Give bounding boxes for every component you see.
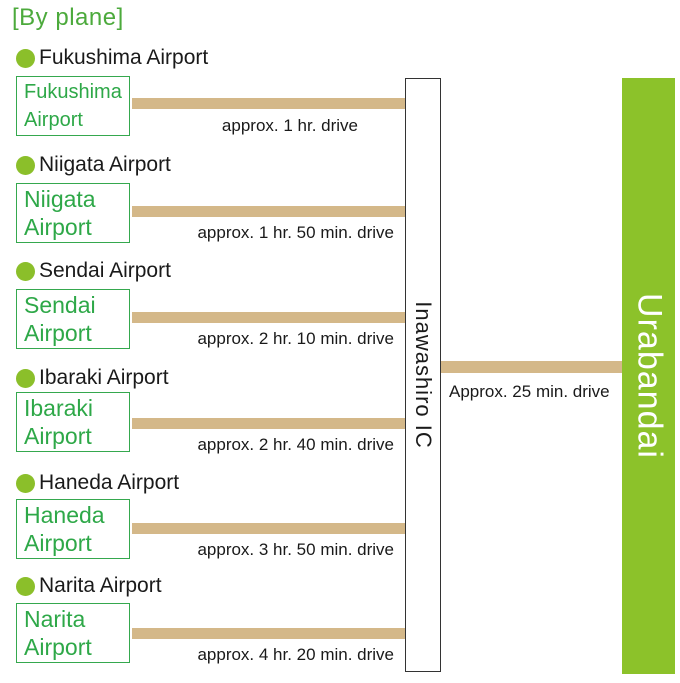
- airport-box-line2: Airport: [24, 423, 92, 449]
- interchange-box: Inawashiro IC: [405, 78, 441, 672]
- drive-label-fukushima: approx. 1 hr. drive: [221, 116, 358, 135]
- airport-box-line2: Airport: [24, 214, 92, 240]
- airport-box-line2: Airport: [24, 634, 92, 660]
- airport-heading-label: Niigata Airport: [39, 153, 171, 176]
- airport-box-line1: Ibaraki: [24, 395, 94, 421]
- bullet-dot-icon: [16, 473, 35, 493]
- drive-label-ibaraki: approx. 2 hr. 40 min. drive: [197, 435, 394, 454]
- airport-heading-sendai: Sendai Airport: [16, 259, 171, 283]
- bullet-dot-icon: [16, 368, 35, 388]
- connector-drive-label: Approx. 25 min. drive: [449, 382, 610, 401]
- road-narita: [132, 628, 406, 639]
- road-connector: [441, 361, 623, 373]
- destination-bar: Urabandai: [622, 78, 675, 674]
- airport-heading-niigata: Niigata Airport: [16, 153, 171, 177]
- airport-box-line2: Airport: [24, 530, 92, 556]
- interchange-label: Inawashiro IC: [411, 301, 436, 449]
- drive-label-sendai: approx. 2 hr. 10 min. drive: [197, 329, 394, 348]
- bullet-dot-icon: [16, 261, 35, 281]
- drive-label-niigata: approx. 1 hr. 50 min. drive: [197, 223, 394, 242]
- airport-box-narita: Narita Airport: [16, 603, 130, 663]
- airport-heading-fukushima: Fukushima Airport: [16, 46, 208, 70]
- airport-box-line1: Sendai: [24, 292, 96, 318]
- airport-box-sendai: Sendai Airport: [16, 289, 130, 349]
- airport-heading-label: Sendai Airport: [39, 259, 171, 282]
- road-sendai: [132, 312, 406, 323]
- destination-label: Urabandai: [630, 293, 668, 459]
- airport-heading-label: Fukushima Airport: [39, 46, 209, 69]
- airport-box-line2: Airport: [24, 320, 92, 346]
- drive-label-haneda: approx. 3 hr. 50 min. drive: [197, 540, 394, 559]
- airport-box-line1: Haneda: [24, 502, 105, 528]
- airport-box-ibaraki: Ibaraki Airport: [16, 392, 130, 452]
- airport-heading-label: Narita Airport: [39, 574, 162, 597]
- airport-box-fukushima: Fukushima Airport: [16, 76, 130, 136]
- airport-box-niigata: Niigata Airport: [16, 183, 130, 243]
- airport-heading-label: Ibaraki Airport: [39, 366, 169, 389]
- drive-label-narita: approx. 4 hr. 20 min. drive: [197, 645, 394, 664]
- airport-box-haneda: Haneda Airport: [16, 499, 130, 559]
- road-fukushima: [132, 98, 406, 109]
- road-niigata: [132, 206, 406, 217]
- airport-box-line1: Narita: [24, 606, 86, 632]
- airport-heading-label: Haneda Airport: [39, 471, 180, 494]
- airport-box-line1: Niigata: [24, 186, 96, 212]
- airport-box-line1: Fukushima: [24, 81, 122, 103]
- road-haneda: [132, 523, 406, 534]
- airport-heading-haneda: Haneda Airport: [16, 471, 179, 495]
- airport-box-line2: Airport: [24, 109, 83, 131]
- bullet-dot-icon: [16, 576, 35, 596]
- section-title: [By plane]: [12, 4, 124, 31]
- bullet-dot-icon: [16, 155, 35, 175]
- airport-heading-ibaraki: Ibaraki Airport: [16, 366, 169, 390]
- road-ibaraki: [132, 418, 406, 429]
- airport-heading-narita: Narita Airport: [16, 574, 162, 598]
- bullet-dot-icon: [16, 48, 35, 68]
